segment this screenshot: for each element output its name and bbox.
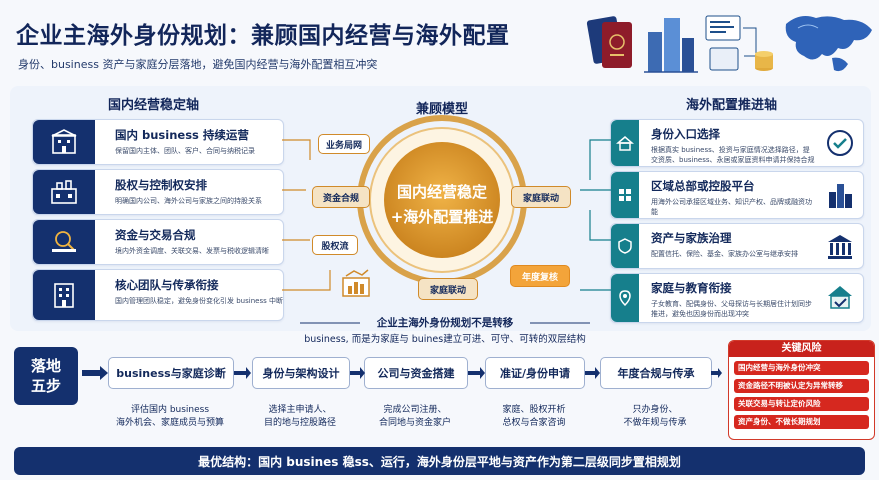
tag-capital-compliance: 资金合规 (312, 186, 370, 208)
location-pin-icon (611, 274, 639, 322)
right-card-desc: 用海外公司承接区域业务、知识产权、品牌或融资功能 (651, 198, 812, 216)
building-icon (33, 120, 95, 164)
center-line-1: 国内经营稳定 (396, 183, 487, 201)
right-card-desc: 子女教育、配偶身份、父母探访与长期居住计划同步推进，避免也因身份而出现冲突 (651, 300, 812, 318)
page-title: 企业主海外身份规划：兼顾国内经营与海外配置 (16, 23, 510, 49)
left-card-team: 核心团队与传承衔接 国内管理团队稳定，避免身份变化引发 business 中断 (32, 269, 284, 321)
step-desc-line: 评估国内 business (130, 405, 210, 415)
step-desc-line: 不做年规与传承 (623, 418, 687, 428)
right-card-title: 资产与家族治理 (651, 231, 732, 245)
right-card-desc: 根据真实 business、投资与家庭情况选择路径，提交资质、business、… (651, 146, 815, 164)
middle-note-desc: business, 而是为家庭与 buines建立可进、可守、可转的双层结构 (304, 334, 586, 345)
step-desc-line: 合同地与资金家户 (378, 418, 451, 428)
left-card-title: 核心团队与传承衔接 (115, 278, 219, 292)
right-card-hq: 区域总部或控股平台 用海外公司承接区域业务、知识产权、品牌或融资功能 (610, 171, 864, 219)
arrow-icon (82, 366, 108, 380)
home-icon (611, 120, 639, 166)
right-card-family-governance: 资产与家族治理 配置信托、保险、基金、家族办公室与继承安排 (610, 223, 864, 269)
grid-icon (611, 172, 639, 218)
step-3-desc: 完成公司注册、合同地与资金家户 (364, 404, 466, 430)
tag-equity-process: 股权流 (312, 235, 358, 255)
center-line-2: +海外配置推进 (390, 208, 494, 226)
buildings-icon (644, 18, 698, 73)
right-card-identity: 身份入口选择 根据真实 business、投资与家庭情况选择路径，提交资质、bu… (610, 119, 864, 167)
step-4: 准证/身份申请 (485, 357, 585, 389)
step-desc-line: 海外机会、家庭成员与预算 (115, 418, 224, 428)
step-desc-line: 总权与合家咨询 (502, 418, 566, 428)
center-model-heading: 兼顾模型 (416, 102, 469, 117)
steps-label: 落地 五步 (14, 347, 78, 405)
risk-item: 资产身份、不做长期规划 (734, 415, 869, 429)
left-card-equity: 股权与控制权安排 明确国内公司、海外公司与家族之间的持股关系 (32, 169, 284, 215)
check-circle-icon (827, 130, 853, 156)
middle-note-title: 企业主海外身份规划不是转移 (376, 317, 514, 329)
tag-annual-review: 年度复核 (510, 265, 570, 287)
skyscraper-icon (829, 184, 852, 208)
bank-icon (828, 235, 852, 259)
risk-item: 资金路径不明被认定为异常转移 (734, 379, 869, 393)
right-card-title: 身份入口选择 (651, 127, 720, 141)
right-card-title: 区域总部或控股平台 (651, 179, 755, 193)
step-4-desc: 家庭、股权开析总权与合家咨询 (485, 404, 583, 430)
right-axis-heading: 海外配置推进轴 (686, 98, 778, 113)
bank-search-icon (33, 220, 95, 264)
header-illustration (586, 15, 872, 73)
left-card-desc: 保留国内主体、团队、客户、合同与纳税记录 (115, 147, 255, 155)
step-3: 公司与资金搭建 (364, 357, 468, 389)
passport-icon (586, 16, 632, 68)
step-desc-line: 完成公司注册、 (383, 405, 447, 415)
step-1-desc: 评估国内 business 海外机会、家庭成员与预算 (108, 404, 232, 430)
world-map-icon (785, 16, 872, 72)
step-1: business与家庭诊断 (108, 357, 234, 389)
divider-line (300, 322, 590, 324)
left-card-title: 国内 business 持续运营 (115, 128, 249, 142)
tag-family-link-right: 家庭联动 (511, 186, 571, 208)
left-card-desc: 国内管理团队稳定，避免身份变化引发 business 中断 (115, 297, 283, 305)
connector-lines (282, 139, 618, 291)
document-flow-icon (705, 15, 757, 71)
risk-box: 关键风险 国内经营与海外身份冲突 资金路径不明被认定为异常转移 关联交易与转让定… (728, 340, 875, 440)
risk-title: 关键风险 (729, 341, 874, 357)
left-card-title: 资金与交易合规 (115, 228, 196, 242)
bottom-summary-text: 最优结构：国内 busines 稳ss、运行，海外身份层平地与资产作为第二层级同… (198, 454, 681, 469)
step-desc-line: 只办身份、 (632, 405, 678, 415)
chart-box-icon (342, 269, 370, 297)
step-5: 年度合规与传承 (600, 357, 712, 389)
step-2: 身份与架构设计 (252, 357, 350, 389)
step-desc-line: 家庭、股权开析 (502, 405, 566, 415)
step-2-desc: 选择主申请人、目的地与控股路径 (252, 404, 348, 430)
factory-icon (33, 170, 95, 214)
home-check-icon (828, 286, 852, 309)
left-card-title: 股权与控制权安排 (115, 178, 207, 192)
left-card-capital: 资金与交易合规 境内外资金调度、关联交易、发票与税收逻辑清晰 (32, 219, 284, 265)
left-card-desc: 境内外资金调度、关联交易、发票与税收逻辑清晰 (115, 247, 269, 255)
center-ring (357, 115, 527, 285)
tag-family-link-bottom: 家庭联动 (418, 278, 478, 300)
coins-icon (755, 51, 773, 71)
step-arrows (234, 367, 722, 379)
office-tower-icon (33, 270, 95, 320)
step-desc-line: 目的地与控股路径 (263, 418, 336, 428)
risk-item: 国内经营与海外身份冲突 (734, 361, 869, 375)
steps-label-text: 落地 五步 (30, 357, 61, 395)
right-card-desc: 配置信托、保险、基金、家族办公室与继承安排 (651, 250, 798, 258)
risk-item: 关联交易与转让定价风险 (734, 397, 869, 411)
right-card-education: 家庭与教育衔接 子女教育、配偶身份、父母探访与长期居住计划同步推进，避免也因身份… (610, 273, 864, 323)
bottom-summary-bar: 最优结构：国内 busines 稳ss、运行，海外身份层平地与资产作为第二层级同… (14, 447, 865, 475)
left-card-operations: 国内 business 持续运营 保留国内主体、团队、客户、合同与纳税记录 (32, 119, 284, 165)
step-5-desc: 只办身份、不做年规与传承 (600, 404, 710, 430)
page-subtitle: 身份、business 资产与家庭分层落地，避免国内经营‌‌与‌海外配置相互冲突 (18, 58, 378, 71)
right-card-title: 家庭与教育衔接 (651, 281, 732, 295)
left-axis-heading: 国内经营稳定轴 (108, 98, 200, 113)
step-desc-line: 选择主申请人、 (268, 405, 332, 415)
left-card-desc: 明确国内公司、海外公司与家族之间的持股关系 (115, 197, 262, 205)
shield-icon (611, 224, 639, 268)
tag-business-layout: 业务局网 (318, 134, 370, 154)
